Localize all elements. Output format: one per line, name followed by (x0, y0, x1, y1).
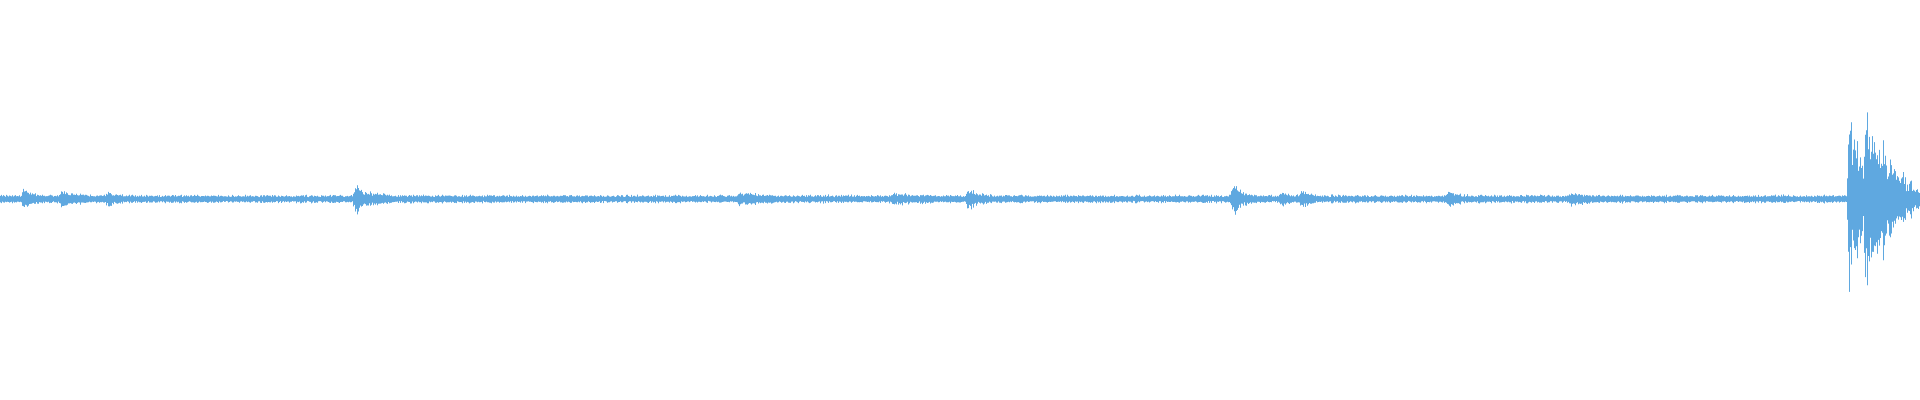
waveform-peaks (0, 112, 1920, 292)
